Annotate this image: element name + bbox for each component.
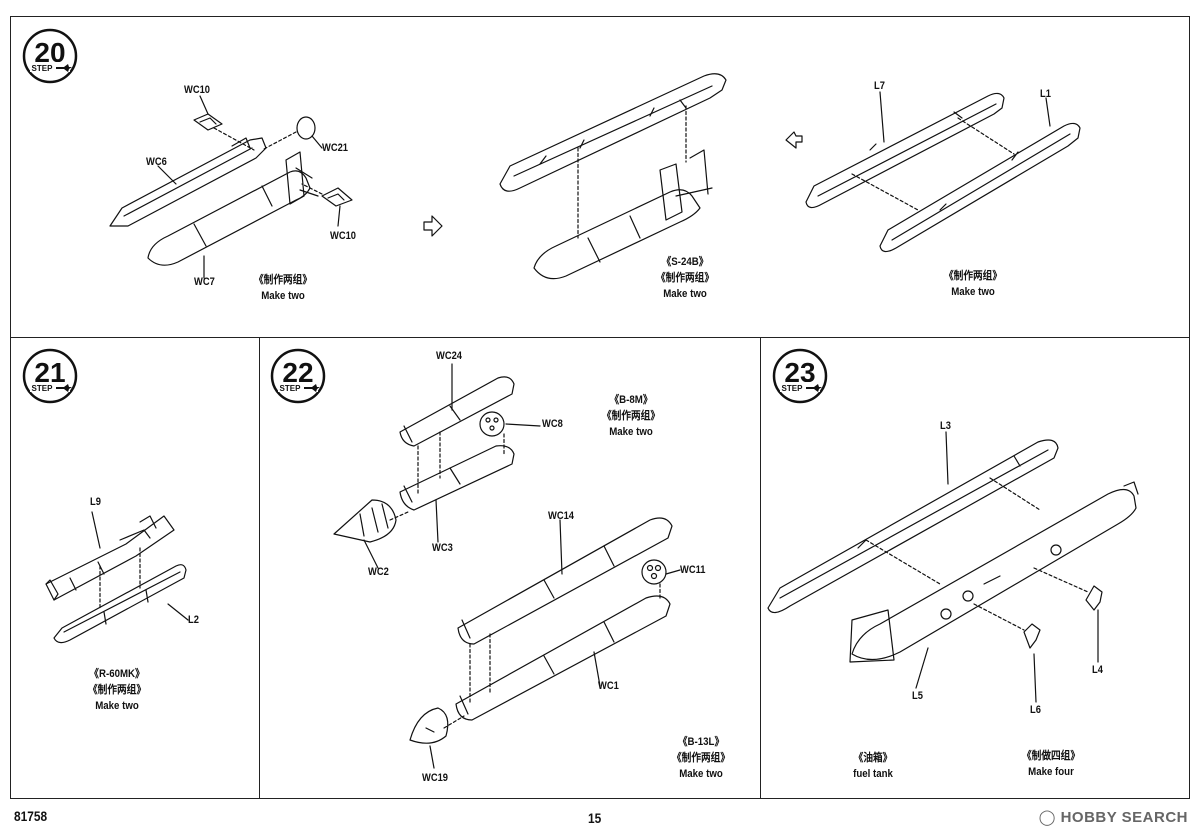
caption-step20-right: 《制作两组》Make two [943, 270, 1003, 298]
wc10-part-top [193, 113, 223, 131]
caption-make-four: 《制做四组》Make four [1021, 750, 1081, 778]
wc1-half-drawing [455, 595, 671, 721]
step-21-badge: 21 STEP [22, 348, 78, 404]
s24b-guides [577, 105, 687, 239]
label-wc8: WC8 [542, 418, 563, 430]
wc8-part [479, 411, 505, 437]
wc11-part [641, 559, 667, 585]
watermark-text: HOBBY SEARCH [1060, 809, 1188, 826]
wc2-nose-drawing [333, 499, 397, 543]
label-wc7: WC7 [194, 276, 215, 288]
caption-fuel-tank: 《油箱》fuel tank [853, 752, 893, 780]
s24b-rocket-drawing [533, 149, 713, 280]
step-22-label: STEP [280, 384, 302, 393]
next-arrow-icon [423, 215, 443, 237]
l2-pylon-drawing [53, 564, 187, 644]
step-21-label: STEP [32, 384, 54, 393]
l5-tank-drawing [849, 481, 1139, 663]
step20-guides [213, 127, 323, 195]
watermark: ◯ HOBBY SEARCH [1039, 808, 1188, 826]
l9-missile-drawing [45, 515, 175, 601]
label-wc1: WC1 [598, 680, 619, 692]
caption-step20-left: 《制作两组》Make two [253, 274, 313, 302]
step-21-panel [10, 337, 260, 799]
caption-step21: 《R-60MK》《制作两组》Make two [87, 668, 147, 712]
label-wc21: WC21 [322, 142, 348, 154]
l2-leader [167, 603, 189, 621]
hobbysearch-logo-icon: ◯ [1038, 809, 1056, 826]
wc10-part-bottom [321, 187, 353, 207]
l6-bracket-drawing [1023, 623, 1041, 649]
label-l6: L6 [1030, 704, 1041, 716]
step-20-badge: 20 STEP [22, 28, 78, 84]
label-l9: L9 [90, 496, 101, 508]
step-23-panel [760, 337, 1190, 799]
l9-leader [91, 511, 101, 549]
label-wc11: WC11 [680, 564, 706, 576]
wc24-half-drawing [399, 376, 515, 447]
step-23-label: STEP [782, 384, 804, 393]
l1-pylon-drawing [879, 122, 1081, 253]
wc7-rocket-drawing [147, 151, 319, 266]
wc6-pylon-drawing [109, 137, 267, 227]
wc3-half-drawing [399, 445, 515, 511]
s24b-pylon-drawing [499, 73, 727, 192]
step-23-badge: 23 STEP [772, 348, 828, 404]
l3-shell-drawing [767, 439, 1059, 614]
label-wc19: WC19 [422, 772, 448, 784]
l4-bracket-drawing [1085, 585, 1103, 611]
caption-b13l: 《B-13L》《制作两组》Make two [671, 736, 731, 780]
kit-code: 81758 [14, 808, 48, 824]
b13l-guides [443, 583, 661, 729]
label-wc14: WC14 [548, 510, 574, 522]
step-20-panel [10, 16, 1190, 338]
l6-leader [1033, 653, 1037, 703]
label-wc10-top: WC10 [184, 84, 210, 96]
wc19-nose-drawing [409, 707, 449, 744]
step-22-badge: 22 STEP [270, 348, 326, 404]
l5-leader [915, 647, 929, 689]
label-l4: L4 [1092, 664, 1103, 676]
caption-step20-mid: 《S-24B》《制作两组》Make two [655, 256, 715, 300]
label-l5: L5 [912, 690, 923, 702]
l7-pylon-drawing [805, 92, 1005, 209]
wc14-half-drawing [457, 517, 673, 645]
label-wc6: WC6 [146, 156, 167, 168]
step20-right-guides [851, 117, 1015, 211]
label-l1: L1 [1040, 88, 1051, 100]
label-wc3: WC3 [432, 542, 453, 554]
label-wc24: WC24 [436, 350, 462, 362]
b8m-guides [389, 431, 505, 521]
step23-guides [865, 477, 1089, 631]
step-20-label: STEP [32, 64, 54, 73]
label-l2: L2 [188, 614, 199, 626]
page-number: 15 [588, 810, 602, 826]
caption-b8m: 《B-8M》《制作两组》Make two [601, 394, 661, 438]
step21-guides [99, 547, 141, 611]
label-l7: L7 [874, 80, 885, 92]
step-22-panel [259, 337, 761, 799]
rotate-arrow-icon [785, 131, 803, 149]
label-wc2: WC2 [368, 566, 389, 578]
label-l3: L3 [940, 420, 951, 432]
wc21-part [296, 116, 316, 140]
l3-leader [945, 431, 949, 485]
label-wc10-bottom: WC10 [330, 230, 356, 242]
